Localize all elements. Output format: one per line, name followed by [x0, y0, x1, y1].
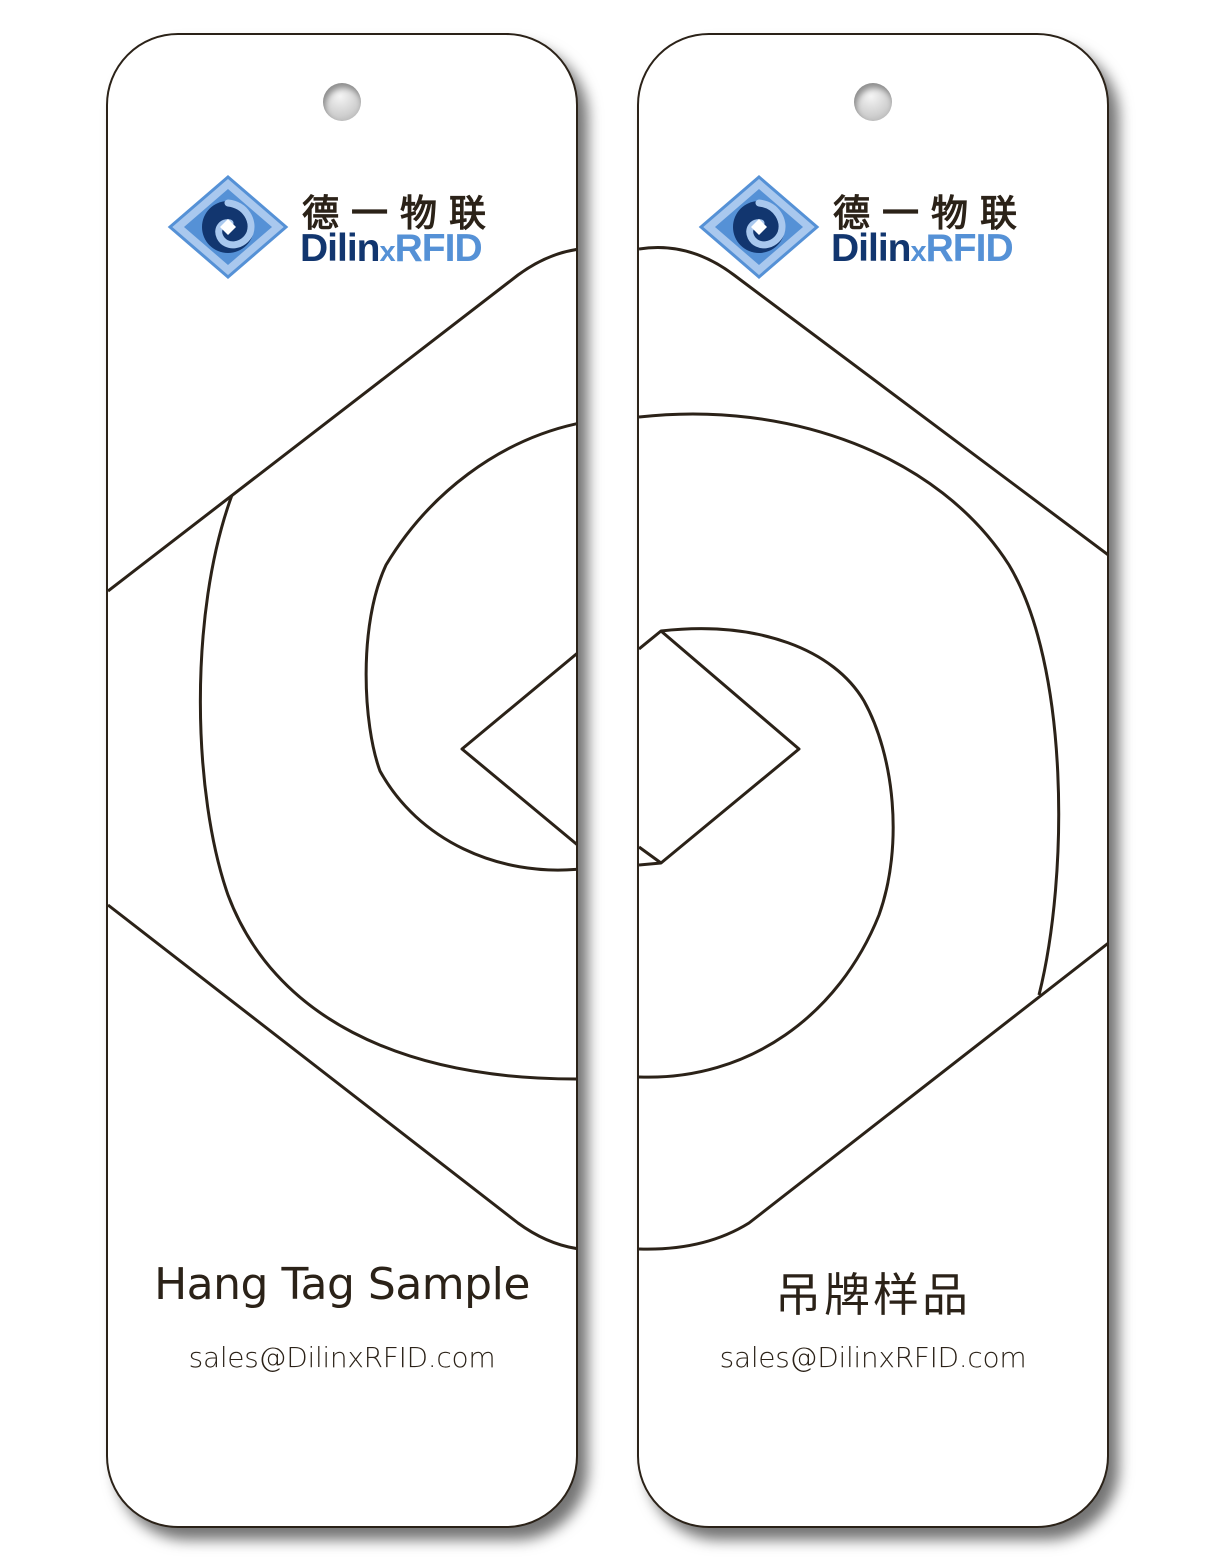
- tag-background-spiral-art: [108, 248, 576, 1250]
- brand-name-chinese: 德一物联: [302, 192, 498, 235]
- hang-tag-chinese: 德一物联 DilinxRFID 吊牌样品 sales@DilinxRFID.co…: [637, 33, 1109, 1528]
- contact-email: sales@DilinxRFID.com: [188, 1341, 496, 1374]
- tag-background-spiral-art: [639, 245, 1107, 1251]
- logo-swirl-icon: [167, 175, 289, 279]
- brand-name-part-x: x: [910, 236, 927, 268]
- punch-hole: [854, 83, 892, 121]
- brand-name-part-dilin: Dilin: [831, 227, 911, 270]
- logo-swirl-icon: [698, 175, 820, 279]
- brand-name-english: DilinxRFID: [300, 227, 483, 270]
- brand-name-part-x: x: [379, 236, 396, 268]
- brand-name-part-rfid: RFID: [925, 227, 1014, 270]
- contact-email: sales@DilinxRFID.com: [719, 1341, 1027, 1374]
- brand-name-part-rfid: RFID: [394, 227, 483, 270]
- brand-name-english: DilinxRFID: [831, 227, 1014, 270]
- brand-name-chinese: 德一物联: [833, 192, 1029, 235]
- tag-title: Hang Tag Sample: [154, 1259, 530, 1310]
- punch-hole: [323, 83, 361, 121]
- brand-logo: 德一物联 DilinxRFID: [697, 175, 1037, 279]
- brand-name-part-dilin: Dilin: [300, 227, 380, 270]
- brand-logo: 德一物联 DilinxRFID: [166, 175, 506, 279]
- hang-tag-english: 德一物联 DilinxRFID Hang Tag Sample sales@Di…: [106, 33, 578, 1528]
- tag-title: 吊牌样品: [775, 1268, 971, 1322]
